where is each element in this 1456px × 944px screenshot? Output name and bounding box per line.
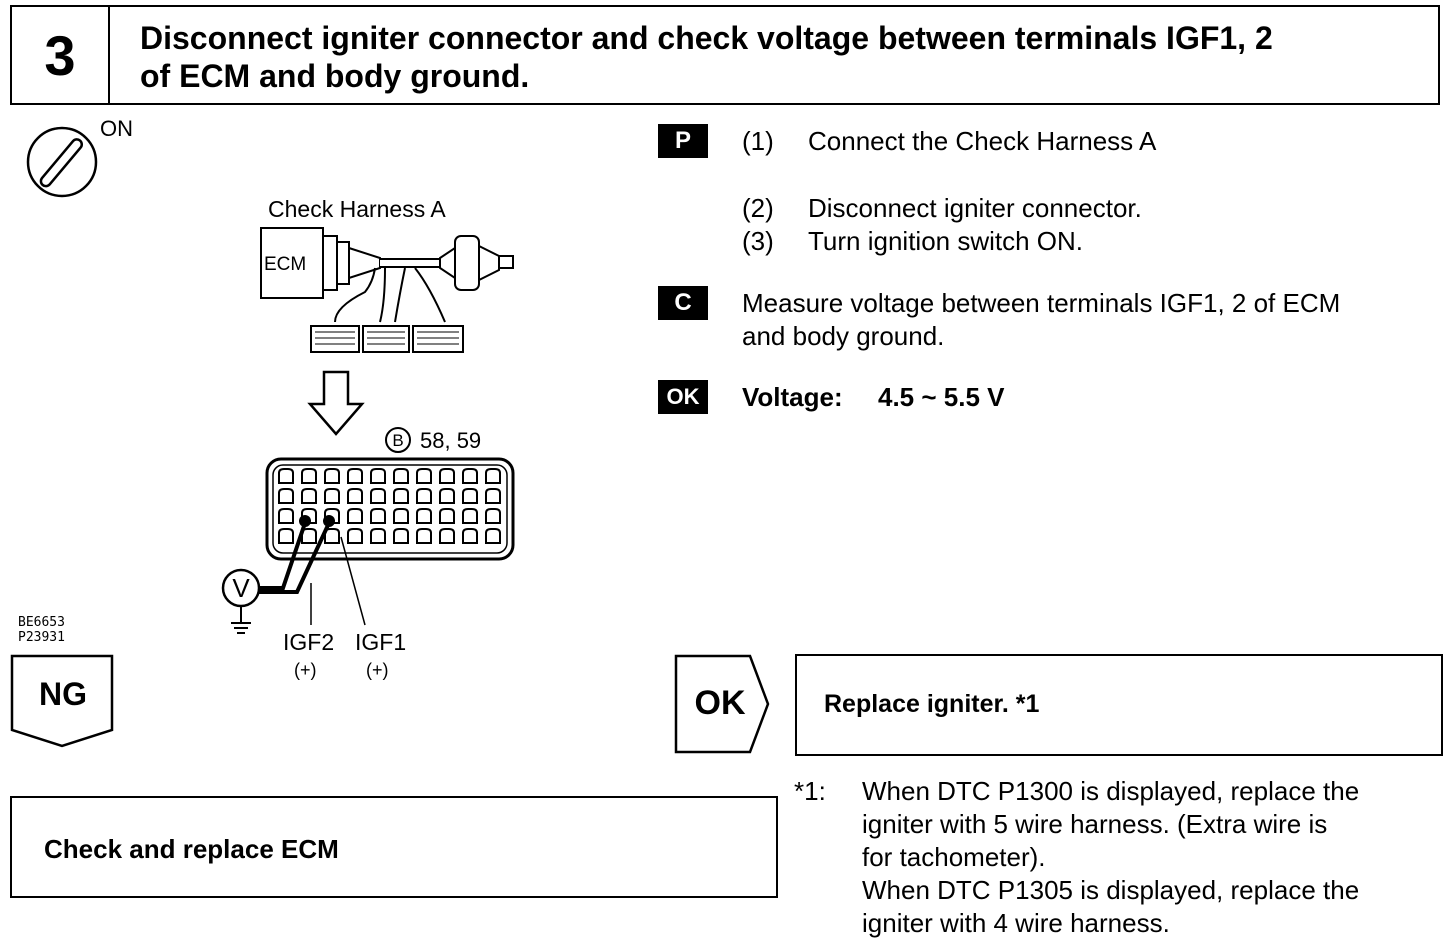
step-header: 3 Disconnect igniter connector and check… (10, 5, 1440, 105)
ecm-label: ECM (264, 254, 307, 275)
down-arrow-icon (307, 370, 365, 436)
ecm-connector-drawing: V (221, 457, 515, 634)
step-title-line-1: Disconnect igniter connector and check v… (140, 20, 1273, 56)
step-number: 3 (12, 7, 110, 103)
check-tag: C (658, 286, 708, 320)
connector-terminal (485, 468, 501, 484)
connector-terminal (301, 488, 317, 504)
spec-label: Voltage: (742, 382, 843, 412)
connector-pin-label: 58, 59 (420, 428, 482, 453)
step-3-text: Turn ignition switch ON. (808, 226, 1084, 256)
figure-code-2: P23931 (18, 630, 65, 645)
connector-b-circle-icon: B (385, 427, 411, 453)
connector-terminal (485, 488, 501, 504)
connector-terminal (416, 488, 432, 504)
prep-tag: P (658, 124, 708, 158)
connector-terminal (324, 488, 340, 504)
connector-terminal (462, 468, 478, 484)
step-1-number: (1) (742, 126, 774, 156)
connector-terminal (485, 528, 501, 544)
connector-terminal (393, 488, 409, 504)
footnote-line: igniter with 4 wire harness. (862, 908, 1170, 938)
connector-terminal (370, 508, 386, 524)
connector-terminal (393, 508, 409, 524)
connector-terminal (416, 508, 432, 524)
ok-action-text: Replace igniter. *1 (824, 690, 1040, 718)
connector-terminal (462, 488, 478, 504)
connector-terminal (462, 528, 478, 544)
ng-tab-shape (10, 654, 114, 748)
connector-circle-letter: B (392, 431, 403, 450)
ok-action-box: Replace igniter. *1 (795, 654, 1443, 756)
connector-terminal (416, 468, 432, 484)
connector-terminal (278, 468, 294, 484)
connector-terminal (347, 488, 363, 504)
step-title-line-2: of ECM and body ground. (140, 58, 530, 94)
igf1-label: IGF1 (355, 629, 407, 655)
connector-terminal (370, 528, 386, 544)
ok-spec-tag: OK (658, 380, 708, 414)
footnote-body: When DTC P1300 is displayed, replace the… (862, 775, 1447, 940)
footnote-line: igniter with 5 wire harness. (Extra wire… (862, 809, 1328, 839)
footnote-marker: *1: (794, 776, 826, 806)
connector-terminal (347, 508, 363, 524)
connector-terminal (278, 488, 294, 504)
step-2-number: (2) (742, 193, 774, 223)
ng-action-box: Check and replace ECM (10, 796, 778, 898)
figure-code-1: BE6653 (18, 615, 65, 630)
connector-terminal (462, 508, 478, 524)
step-title: Disconnect igniter connector and check v… (140, 19, 1430, 95)
check-line-2: and body ground. (742, 321, 945, 351)
ok-tab-shape (674, 654, 770, 754)
igf2-label: IGF2 (283, 629, 335, 655)
footnote-line: When DTC P1300 is displayed, replace the (862, 776, 1360, 806)
connector-terminal (485, 508, 501, 524)
connector-terminal (439, 468, 455, 484)
connector-terminal (278, 528, 294, 544)
connector-terminal (439, 508, 455, 524)
harness-label: Check Harness A (268, 196, 446, 222)
step-3-number: (3) (742, 226, 774, 256)
ng-label: NG (39, 676, 87, 712)
connector-terminal (393, 528, 409, 544)
connector-terminal (324, 468, 340, 484)
connector-terminal (301, 468, 317, 484)
connector-terminal (416, 528, 432, 544)
voltmeter-symbol: V (232, 573, 250, 603)
igf2-polarity: (+) (294, 660, 317, 680)
check-harness-drawing (260, 227, 514, 353)
spec-value: 4.5 ~ 5.5 V (878, 382, 1005, 412)
connector-terminal (439, 528, 455, 544)
connector-terminal (347, 528, 363, 544)
ng-action-text: Check and replace ECM (44, 834, 339, 864)
connector-terminal (370, 488, 386, 504)
ignition-on-label: ON (100, 116, 133, 141)
step-2-text: Disconnect igniter connector. (808, 193, 1142, 223)
connector-terminal (347, 468, 363, 484)
footnote-line: When DTC P1305 is displayed, replace the (862, 875, 1360, 905)
connector-terminal (439, 488, 455, 504)
igf1-polarity: (+) (366, 660, 389, 680)
footnote-line: for tachometer). (862, 842, 1046, 872)
check-line-1: Measure voltage between terminals IGF1, … (742, 288, 1341, 318)
connector-terminal (393, 468, 409, 484)
connector-terminal (278, 508, 294, 524)
step-1-text: Connect the Check Harness A (808, 126, 1157, 156)
ok-label: OK (694, 684, 746, 722)
ignition-switch-icon (26, 126, 98, 198)
connector-terminal (370, 468, 386, 484)
